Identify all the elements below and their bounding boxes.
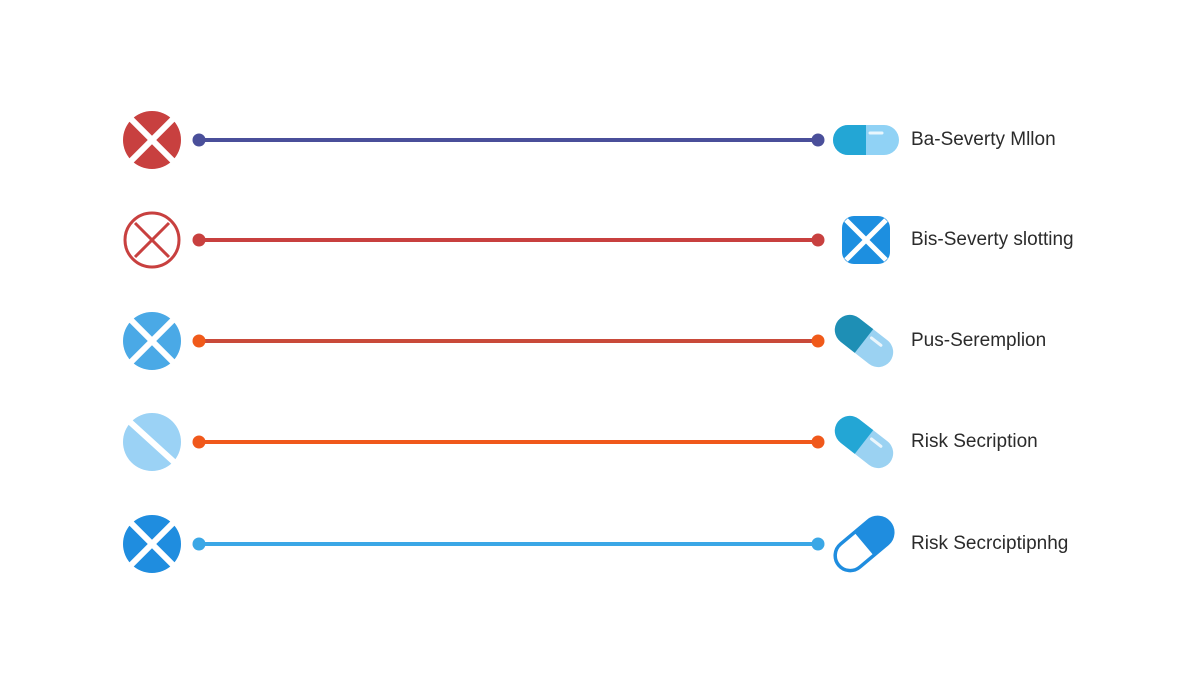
blue-x-circle-icon <box>123 312 181 370</box>
connector-graphic <box>123 111 899 169</box>
start-dot <box>192 133 206 147</box>
outlined-x-circle-icon <box>123 211 181 269</box>
end-dot <box>811 537 825 551</box>
start-dot <box>192 334 206 348</box>
blue-x-circle-icon <box>123 515 181 573</box>
red-x-circle-icon <box>123 111 181 169</box>
connector-row: Pus-Seremplion <box>0 306 1200 376</box>
row-label: Pus-Seremplion <box>911 330 1047 351</box>
row-label: Ba-Severty Mllon <box>911 129 1056 150</box>
light-blue-slash-circle-icon <box>123 413 181 471</box>
connector-row: Bis-Severty slotting <box>0 205 1200 275</box>
end-dot <box>811 334 825 348</box>
end-dot <box>811 133 825 147</box>
blue-x-square-icon <box>842 216 890 264</box>
connector-graphic <box>123 413 894 471</box>
end-dot <box>811 435 825 449</box>
connector-row: Risk Secription <box>0 407 1200 477</box>
row-label: Risk Secrciptipnhg <box>911 533 1069 554</box>
capsule-outline-icon <box>833 515 895 573</box>
start-dot <box>192 537 206 551</box>
capsule-diagonal-icon <box>834 415 894 469</box>
start-dot <box>192 233 206 247</box>
connector-graphic <box>123 312 894 370</box>
capsule-diagonal-icon <box>834 314 894 368</box>
connector-graphic <box>123 515 895 573</box>
start-dot <box>192 435 206 449</box>
row-label: Risk Secription <box>911 431 1038 452</box>
connector-row: Risk Secrciptipnhg <box>0 509 1200 579</box>
capsule-horizontal-icon <box>833 125 899 155</box>
connector-graphic <box>123 211 890 269</box>
end-dot <box>811 233 825 247</box>
row-label: Bis-Severty slotting <box>911 229 1074 250</box>
connector-row: Ba-Severty Mllon <box>0 105 1200 175</box>
